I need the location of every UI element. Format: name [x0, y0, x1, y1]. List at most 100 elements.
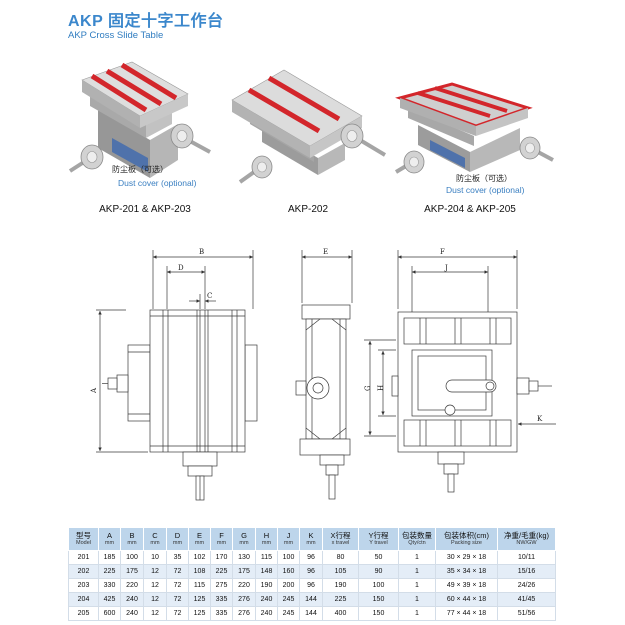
- table-cell: 100: [277, 550, 300, 565]
- table-cell: 335: [210, 592, 233, 607]
- dust-cover-note-cn: 防尘板（可选）: [112, 165, 168, 174]
- table-cell: 276: [232, 606, 256, 621]
- table-cell: 225: [210, 564, 233, 579]
- header-label: B: [129, 530, 135, 540]
- dust-cover-note-en: Dust cover (optional): [118, 178, 197, 188]
- t-slots: [247, 75, 341, 134]
- handwheel-right: [170, 123, 211, 154]
- table-cell: 15/16: [497, 564, 556, 579]
- header-label: A: [106, 530, 112, 540]
- table-cell: 35 × 34 × 18: [435, 564, 498, 579]
- page-title: AKP 固定十字工作台: [68, 13, 224, 30]
- table-cell: 240: [120, 606, 144, 621]
- table-header-cell: 包装体积(cm)Packing size: [435, 527, 498, 551]
- header-label: 包装数量: [402, 530, 432, 540]
- label-a: A: [90, 387, 98, 394]
- handwheel-right-outline: [516, 377, 530, 395]
- table-cell: 220: [232, 578, 256, 593]
- dust-cover: [112, 138, 148, 172]
- table-cell: 96: [299, 578, 323, 593]
- table-cell: 35: [166, 550, 189, 565]
- product-caption: AKP-202: [287, 204, 329, 215]
- table-cell: 175: [232, 564, 256, 579]
- table-cell: 72: [166, 606, 189, 621]
- label-h: H: [377, 385, 385, 391]
- model-cell: 201: [68, 550, 99, 565]
- label-g: G: [364, 385, 372, 391]
- table-cell: 96: [299, 564, 323, 579]
- header-label: G: [241, 530, 247, 540]
- header-unit: mm: [306, 540, 316, 547]
- label-f: F: [440, 248, 445, 256]
- table-cell: 108: [188, 564, 211, 579]
- header-unit: mm: [261, 540, 272, 547]
- table-cell: 245: [277, 592, 300, 607]
- table-cell: 225: [322, 592, 359, 607]
- table-cell: 12: [143, 564, 167, 579]
- table-cell: 125: [188, 592, 211, 607]
- t-slots: [90, 62, 178, 113]
- header-label: E: [196, 530, 202, 540]
- header-label: D: [174, 530, 181, 540]
- product-caption: AKP-204 & AKP-205: [424, 204, 516, 215]
- table-cell: 245: [277, 606, 300, 621]
- table-cell: 1: [398, 578, 436, 593]
- table-cell: 335: [210, 606, 233, 621]
- side-view-drawing: E: [295, 248, 353, 500]
- header-unit: Model: [76, 540, 91, 547]
- header-label: 净重/毛重(kg): [504, 530, 549, 540]
- handwheel-right: [340, 123, 387, 157]
- header-label: 包装体积(cm): [444, 530, 489, 540]
- label-c: C: [207, 292, 212, 300]
- table-cell: 1: [398, 592, 436, 607]
- handle-bottom-outline: [319, 454, 345, 466]
- table-cell: 400: [322, 606, 359, 621]
- label-d: D: [178, 264, 184, 272]
- table-cell: 200: [277, 578, 300, 593]
- label-b: B: [199, 248, 204, 256]
- header-unit: mm: [283, 540, 294, 547]
- table-cell: 150: [358, 606, 399, 621]
- table-cell: 96: [299, 550, 323, 565]
- table-cell: 90: [358, 564, 399, 579]
- header-label: X行程: [330, 530, 351, 540]
- table-cell: 275: [210, 578, 233, 593]
- handwheel-right: [519, 136, 554, 162]
- header-label: Y行程: [368, 530, 389, 540]
- table-cell: 10/11: [497, 550, 556, 565]
- table-cell: 12: [143, 592, 167, 607]
- model-cell: 203: [68, 578, 99, 593]
- table-cell: 425: [98, 592, 121, 607]
- table-cell: 330: [98, 578, 121, 593]
- handle-bottom-outline: [437, 451, 465, 465]
- table-cell: 175: [120, 564, 144, 579]
- handwheel-left-outline: [116, 374, 129, 393]
- header-unit: mm: [194, 540, 205, 547]
- header-label: C: [152, 530, 158, 540]
- table-cell: 1: [398, 606, 436, 621]
- header-label: 型号: [76, 530, 91, 540]
- header-unit: mm: [150, 540, 160, 547]
- table-cell: 225: [98, 564, 121, 579]
- table-cell: 160: [277, 564, 300, 579]
- table-cell: 50: [358, 550, 399, 565]
- table-cell: 240: [255, 606, 278, 621]
- table-cell: 12: [143, 578, 167, 593]
- t-slots: [417, 86, 508, 118]
- header-unit: mm: [216, 540, 227, 547]
- table-cell: 1: [398, 564, 436, 579]
- table-cell: 49 × 39 × 18: [435, 578, 498, 593]
- table-cell: 105: [322, 564, 359, 579]
- front-view-drawing: B D C A: [90, 248, 258, 501]
